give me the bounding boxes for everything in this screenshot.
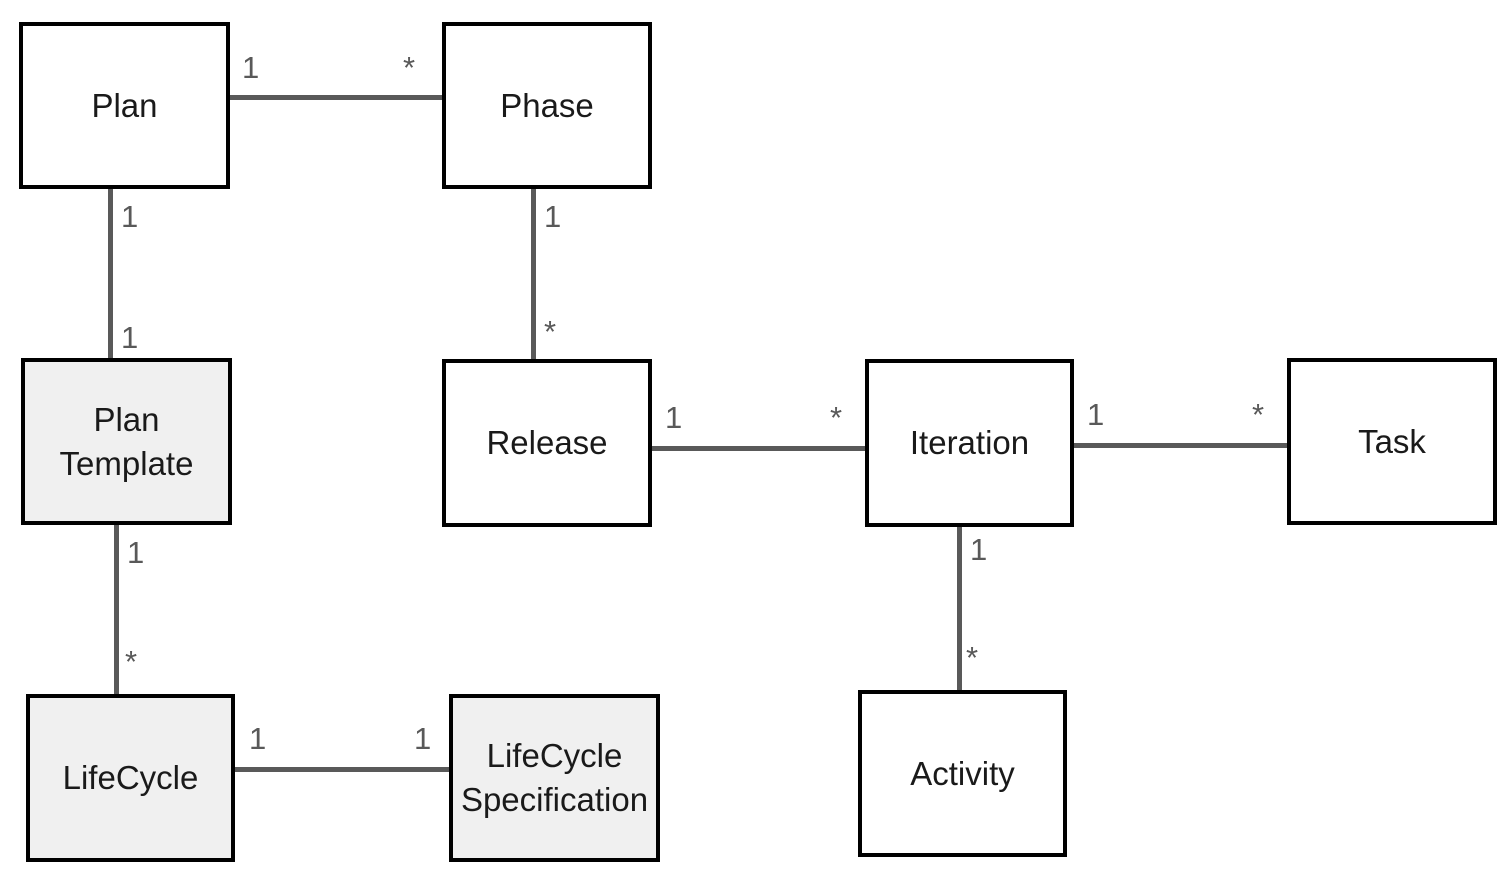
association-line-phase-release <box>531 189 536 359</box>
entity-label-task: Task <box>1358 422 1426 460</box>
cardinality-iteration-task-to: * <box>1252 397 1265 432</box>
entity-box-phase: Phase <box>442 22 652 189</box>
cardinality-phase-release-to: * <box>544 314 557 349</box>
entity-box-task: Task <box>1287 358 1497 525</box>
cardinality-iteration-activity-from: 1 <box>970 532 988 567</box>
entity-label-iteration: Iteration <box>909 424 1030 462</box>
association-line-iteration-task <box>1074 443 1287 448</box>
cardinality-plan-phase-to: * <box>403 50 416 85</box>
cardinality-plan-template-lifecycle-to: * <box>125 644 138 679</box>
association-line-release-iteration <box>652 446 865 451</box>
entity-label-lifecycle: LifeCycle <box>62 759 199 797</box>
association-line-iteration-activity <box>957 527 962 690</box>
cardinality-lifecycle-specification-from: 1 <box>249 721 267 756</box>
entity-box-lifecycle: LifeCycle <box>26 694 235 862</box>
cardinality-release-iteration-from: 1 <box>665 400 683 435</box>
entity-box-lifecycle-specification: LifeCycle Specification <box>449 694 660 862</box>
entity-box-activity: Activity <box>858 690 1067 857</box>
association-line-plan-template-lifecycle <box>114 525 119 694</box>
cardinality-plan-template-lifecycle-from: 1 <box>127 535 145 570</box>
cardinality-phase-release-from: 1 <box>544 199 562 234</box>
entity-label-activity: Activity <box>910 754 1015 792</box>
entity-label-plan-template: Plan Template <box>59 400 194 482</box>
entity-label-lifecycle-specification: LifeCycle Specification <box>460 737 649 818</box>
cardinality-iteration-task-from: 1 <box>1087 397 1105 432</box>
entity-box-plan-template: Plan Template <box>21 358 232 525</box>
cardinality-lifecycle-specification-to: 1 <box>414 721 432 756</box>
association-line-plan-plan-template <box>108 189 113 358</box>
entity-label-plan: Plan <box>91 86 158 124</box>
association-line-lifecycle-specification <box>235 767 449 772</box>
cardinality-plan-phase-from: 1 <box>242 50 260 85</box>
entity-box-release: Release <box>442 359 652 527</box>
entity-box-iteration: Iteration <box>865 359 1074 527</box>
cardinality-plan-plan-template-to: 1 <box>121 320 139 355</box>
cardinality-release-iteration-to: * <box>830 400 843 435</box>
entity-box-plan: Plan <box>19 22 230 189</box>
cardinality-plan-plan-template-from: 1 <box>121 199 139 234</box>
entity-label-phase: Phase <box>500 86 594 124</box>
entity-label-release: Release <box>486 424 608 462</box>
association-line-plan-phase <box>230 95 442 100</box>
cardinality-iteration-activity-to: * <box>966 640 979 675</box>
